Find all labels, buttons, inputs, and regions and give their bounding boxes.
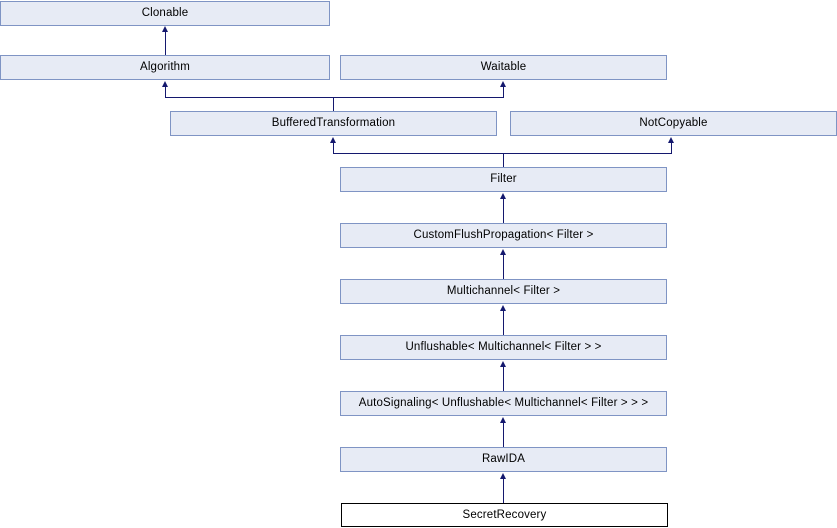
arrowhead-notcopyable [668, 137, 674, 143]
edge-bus-row2 [165, 97, 504, 98]
edge-riser-to-algorithm [165, 87, 166, 98]
edge-drop-to-filter [503, 153, 504, 168]
edge-drop-to-bufferedtransformation [333, 97, 334, 112]
arrowhead-algorithm [162, 81, 168, 87]
class-node-waitable[interactable]: Waitable [340, 55, 667, 80]
class-node-bufferedtransformation[interactable]: BufferedTransformation [170, 111, 497, 136]
arrowhead-unflushable [500, 361, 506, 367]
class-node-notcopyable[interactable]: NotCopyable [510, 111, 837, 136]
edge-secretrecovery-to-rawida [503, 479, 504, 504]
edge-riser-to-notcopyable [671, 143, 672, 154]
class-node-filter[interactable]: Filter [340, 167, 667, 192]
edge-autosignaling-to-unflushable [503, 367, 504, 392]
class-node-rawida[interactable]: RawIDA [340, 447, 667, 472]
arrowhead-autosignaling [500, 417, 506, 423]
class-node-algorithm[interactable]: Algorithm [0, 55, 330, 80]
arrowhead-rawida [500, 473, 506, 479]
arrowhead-multichannel [500, 305, 506, 311]
edge-rawida-to-autosignaling [503, 423, 504, 448]
class-node-unflushable[interactable]: Unflushable< Multichannel< Filter > > [340, 335, 667, 360]
class-node-multichannel[interactable]: Multichannel< Filter > [340, 279, 667, 304]
edge-algorithm-to-clonable [165, 32, 166, 55]
class-node-secretrecovery[interactable]: SecretRecovery [341, 503, 668, 527]
arrowhead-waitable [500, 81, 506, 87]
edge-unflushable-to-multichannel [503, 311, 504, 336]
edge-customflush-to-filter [503, 199, 504, 224]
class-node-clonable[interactable]: Clonable [0, 1, 330, 26]
arrowhead-filter [500, 193, 506, 199]
edge-riser-to-bufferedtransformation [333, 143, 334, 154]
edge-bus-row3 [333, 153, 672, 154]
arrowhead-customflushpropagation [500, 249, 506, 255]
class-node-autosignaling[interactable]: AutoSignaling< Unflushable< Multichannel… [340, 391, 667, 416]
edge-riser-to-waitable [503, 87, 504, 98]
arrowhead-clonable [162, 26, 168, 32]
edge-multichannel-to-customflush [503, 255, 504, 280]
arrowhead-bufferedtransformation [330, 137, 336, 143]
class-node-customflushpropagation[interactable]: CustomFlushPropagation< Filter > [340, 223, 667, 248]
